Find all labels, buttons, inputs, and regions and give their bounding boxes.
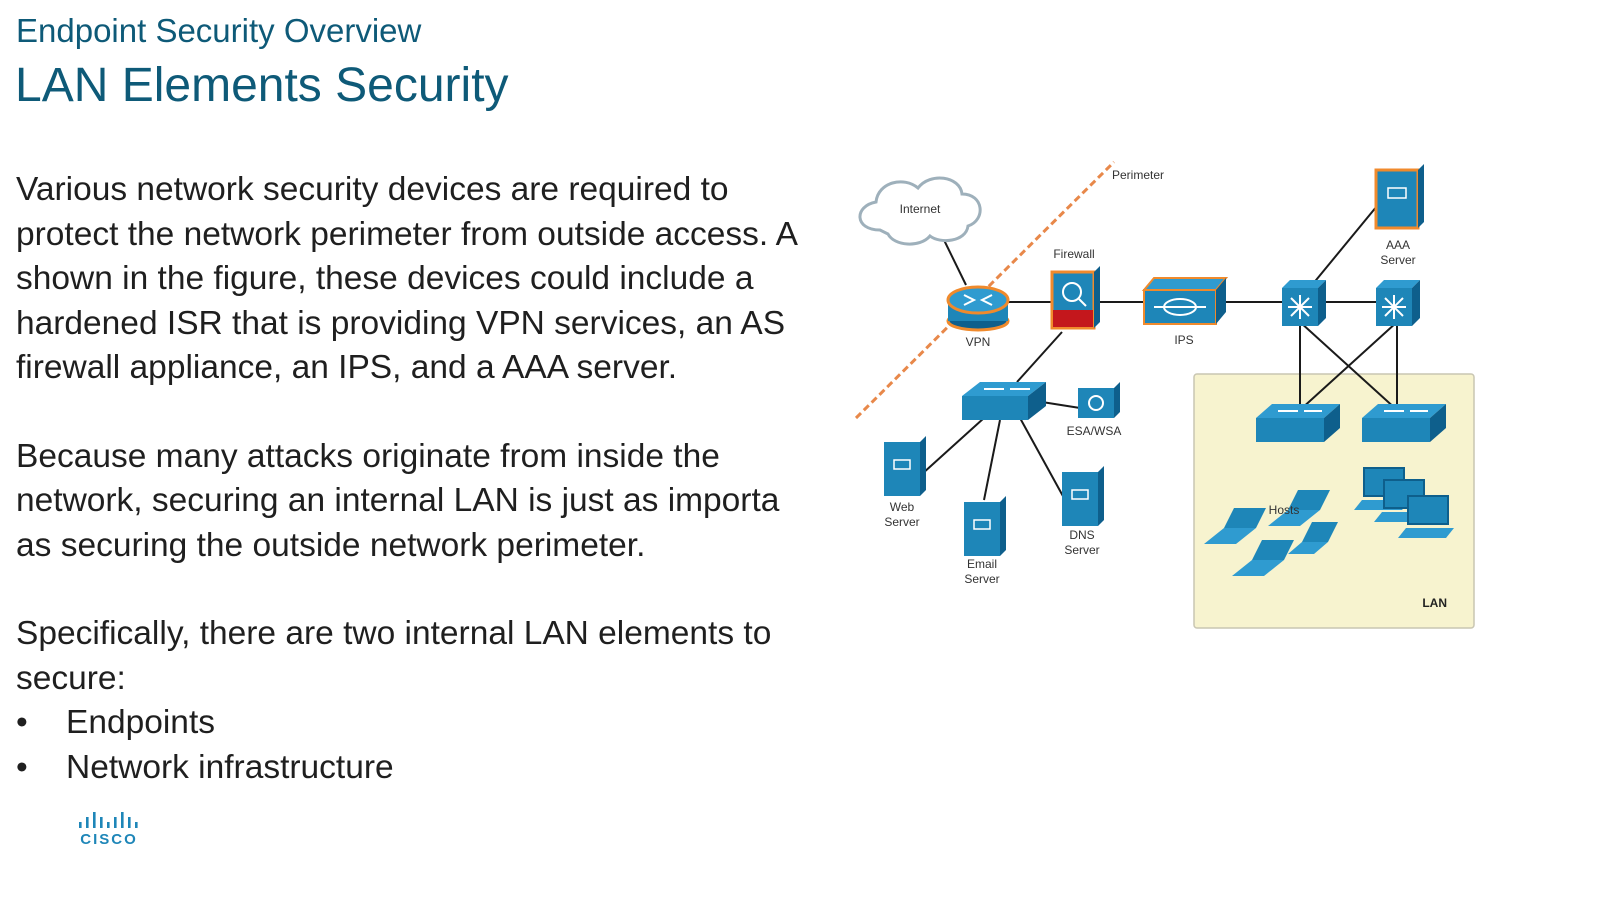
bullet-list: • Endpoints • Network infrastructure: [16, 701, 832, 790]
laptop-hosts-icon: [1204, 490, 1338, 576]
esa-wsa-label: ESA/WSA: [1067, 424, 1122, 438]
aaa-label-line1: AAA: [1386, 238, 1410, 252]
ips-label: IPS: [1174, 333, 1193, 347]
links: [921, 205, 1398, 501]
email-server-label-line2: Server: [964, 572, 999, 586]
bullet-item: • Network infrastructure: [16, 746, 832, 791]
aaa-label-line2: Server: [1380, 253, 1415, 267]
web-server-label-line1: Web: [890, 500, 915, 514]
firewall-label: Firewall: [1053, 247, 1094, 261]
switch-icon: [1362, 404, 1446, 442]
text-line: shown in the figure, these devices could…: [16, 260, 754, 297]
bullet-dot: •: [16, 748, 28, 786]
internet-cloud-icon: Internet: [858, 176, 982, 246]
switch-icon: [1256, 404, 1340, 442]
switch-icon: [962, 382, 1046, 420]
network-diagram: Perimeter Internet VPN Firewall IPS: [854, 160, 1475, 629]
dns-server-icon: DNS Server: [1062, 466, 1104, 557]
text-line: network, securing an internal LAN is jus…: [16, 482, 780, 519]
internet-label: Internet: [900, 202, 941, 216]
text-line: firewall appliance, an IPS, and a AAA se…: [16, 349, 678, 386]
ips-icon: IPS: [1141, 277, 1229, 347]
layer3-switch-icon: [1376, 280, 1420, 326]
dns-server-label-line1: DNS: [1069, 528, 1094, 542]
text-line: as securing the outside network perimete…: [16, 526, 646, 564]
paragraph-lan-elements: Specifically, there are two internal LAN…: [16, 612, 832, 701]
web-server-icon: Web Server: [884, 436, 926, 529]
bullet-text: Endpoints: [66, 704, 215, 741]
vpn-label: VPN: [966, 335, 991, 349]
text-line: hardened ISR that is providing VPN servi…: [16, 304, 786, 342]
slide-title: LAN Elements Security: [15, 59, 509, 112]
email-server-icon: Email Server: [964, 496, 1006, 586]
bullet-item: • Endpoints: [16, 701, 832, 746]
slide-body: Various network security devices are req…: [16, 168, 832, 790]
layer3-switch-icon: [1282, 280, 1326, 326]
esa-wsa-icon: ESA/WSA: [1067, 382, 1122, 438]
svg-text:CISCO: CISCO: [80, 831, 138, 846]
text-line: Specifically, there are two internal LAN…: [16, 615, 772, 652]
web-server-label-line2: Server: [884, 515, 919, 529]
paragraph-internal-lan: Because many attacks originate from insi…: [16, 435, 832, 569]
bullet-dot: •: [16, 704, 28, 741]
hosts-label: Hosts: [1269, 503, 1300, 517]
perimeter-label: Perimeter: [1112, 168, 1164, 182]
paragraph-perimeter: Various network security devices are req…: [16, 168, 832, 391]
text-line: secure:: [16, 659, 126, 697]
bullet-text: Network infrastructure: [66, 748, 394, 786]
firewall-icon: Firewall: [1050, 247, 1100, 330]
section-subtitle: Endpoint Security Overview: [16, 12, 422, 49]
lan-label: LAN: [1422, 596, 1447, 610]
desktop-hosts-icon: [1354, 467, 1454, 538]
text-line: protect the network perimeter from outsi…: [16, 215, 799, 253]
cisco-logo: CISCO: [79, 812, 138, 846]
dns-server-label-line2: Server: [1064, 543, 1099, 557]
text-line: Various network security devices are req…: [16, 171, 729, 208]
text-line: Because many attacks originate from insi…: [16, 437, 720, 475]
email-server-label-line1: Email: [967, 557, 997, 571]
vpn-router-icon: VPN: [946, 285, 1010, 349]
aaa-server-icon: AAA Server: [1374, 164, 1424, 267]
